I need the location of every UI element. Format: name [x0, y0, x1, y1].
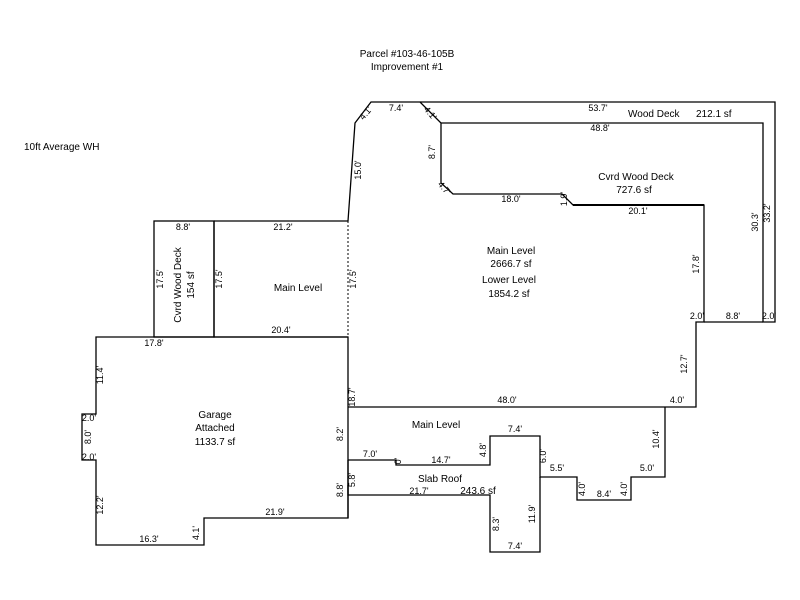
main-level-left-outline: [213, 221, 348, 338]
cvrd-wood-deck-left-size: 154 sf: [186, 271, 197, 298]
cvrd-wood-deck-right-size: 727.6 sf: [616, 185, 652, 196]
dim-label: 17.8': [144, 338, 164, 348]
dim-label: 4.0': [577, 482, 587, 497]
slab-roof-name: Slab Roof: [418, 474, 462, 485]
dim-label: 17.5': [348, 269, 358, 289]
dim-label: 20.1': [628, 206, 648, 216]
dim-label: 48.8': [590, 123, 610, 133]
main-level-center-size: 2666.7 sf: [490, 259, 531, 270]
dim-label: 30.3': [750, 212, 760, 232]
main-level-lower-label: Main Level: [412, 420, 460, 431]
garage-size: 1133.7 sf: [195, 437, 236, 448]
dim-label: 8.0': [83, 430, 93, 445]
dim-label: 6.0': [538, 449, 548, 464]
garage-label: Garage: [198, 410, 232, 421]
slab-roof-size: 243.6 sf: [460, 486, 496, 497]
wood-deck-size: 212.1 sf: [696, 109, 732, 120]
dim-label: 2.0': [82, 413, 97, 423]
dim-label: 11.9': [527, 504, 537, 523]
dim-label: 7.4': [508, 424, 523, 434]
dim-label: 21.9': [265, 507, 285, 517]
dim-label: 10.4': [651, 429, 661, 449]
dim-label: 5.8': [347, 473, 357, 488]
dim-label: 4.8': [478, 443, 488, 458]
dim-label: 4.7': [436, 179, 453, 197]
dim-label: 53.7': [588, 103, 608, 113]
dim-label: 17.5': [155, 269, 165, 289]
dim-label: 17.5': [214, 269, 224, 289]
dim-label: 8.7': [427, 145, 437, 160]
dim-label: 2.0': [82, 452, 97, 462]
lower-main-outline: [348, 407, 666, 501]
average-wall-height-note: 10ft Average WH: [24, 142, 99, 153]
dim-label: 0': [393, 457, 403, 464]
dim-label: 7.0': [363, 449, 378, 459]
dim-label: 4.1': [357, 104, 374, 122]
wood-deck-name: Wood Deck: [628, 109, 681, 120]
dim-label: 1.9': [559, 192, 569, 207]
dim-label: 4.0': [670, 395, 685, 405]
dim-label: 18.7': [347, 387, 357, 407]
dim-label: 11.4': [95, 365, 105, 384]
improvement-label: Improvement #1: [371, 62, 444, 73]
lower-level-label: Lower Level: [482, 275, 536, 286]
parcel-number: Parcel #103-46-105B: [360, 49, 455, 60]
dim-label: 7.4': [389, 103, 404, 113]
main-level-outline: [214, 101, 705, 408]
dim-label: 12.7': [679, 354, 689, 374]
dim-label: 5.5': [550, 463, 565, 473]
dim-label: 2.0': [690, 311, 705, 321]
dim-label: 8.4': [597, 489, 612, 499]
dim-label: 4.1': [191, 526, 201, 541]
wood-deck-outline: [420, 101, 776, 323]
dim-label: 15.0': [353, 160, 363, 180]
dim-label: 7.4': [508, 541, 523, 551]
dim-label: 8.8': [726, 311, 741, 321]
dim-label: 48.0': [497, 395, 517, 405]
dim-label: 8.2': [335, 427, 345, 442]
dim-label: 8.8': [335, 483, 345, 498]
main-level-left-label: Main Level: [274, 283, 322, 294]
dim-label: 12.2': [95, 495, 105, 515]
cvrd-wood-deck-right-name: Cvrd Wood Deck: [598, 172, 674, 183]
garage-outline: [81, 336, 349, 546]
lower-level-size: 1854.2 sf: [488, 289, 529, 300]
dim-label: 2.0': [762, 311, 777, 321]
dim-label: 14.7': [431, 455, 451, 465]
dim-label: 33.2': [762, 203, 772, 223]
dim-label: 20.4': [271, 325, 291, 335]
main-level-center-label: Main Level: [487, 246, 535, 257]
dim-label: 8.8': [176, 222, 191, 232]
dim-label: 21.2': [273, 222, 293, 232]
dim-label: 21.7': [409, 486, 429, 496]
dim-label: 18.0': [501, 194, 521, 204]
dim-label: 5.0': [640, 463, 655, 473]
dim-label: 16.3': [139, 534, 159, 544]
dim-label: 17.8': [691, 254, 701, 274]
garage-attached-label: Attached: [195, 423, 234, 434]
cvrd-wood-deck-left-name: Cvrd Wood Deck: [173, 246, 184, 322]
dim-label: 4.0': [619, 482, 629, 497]
dim-label: 8.3': [491, 517, 501, 532]
